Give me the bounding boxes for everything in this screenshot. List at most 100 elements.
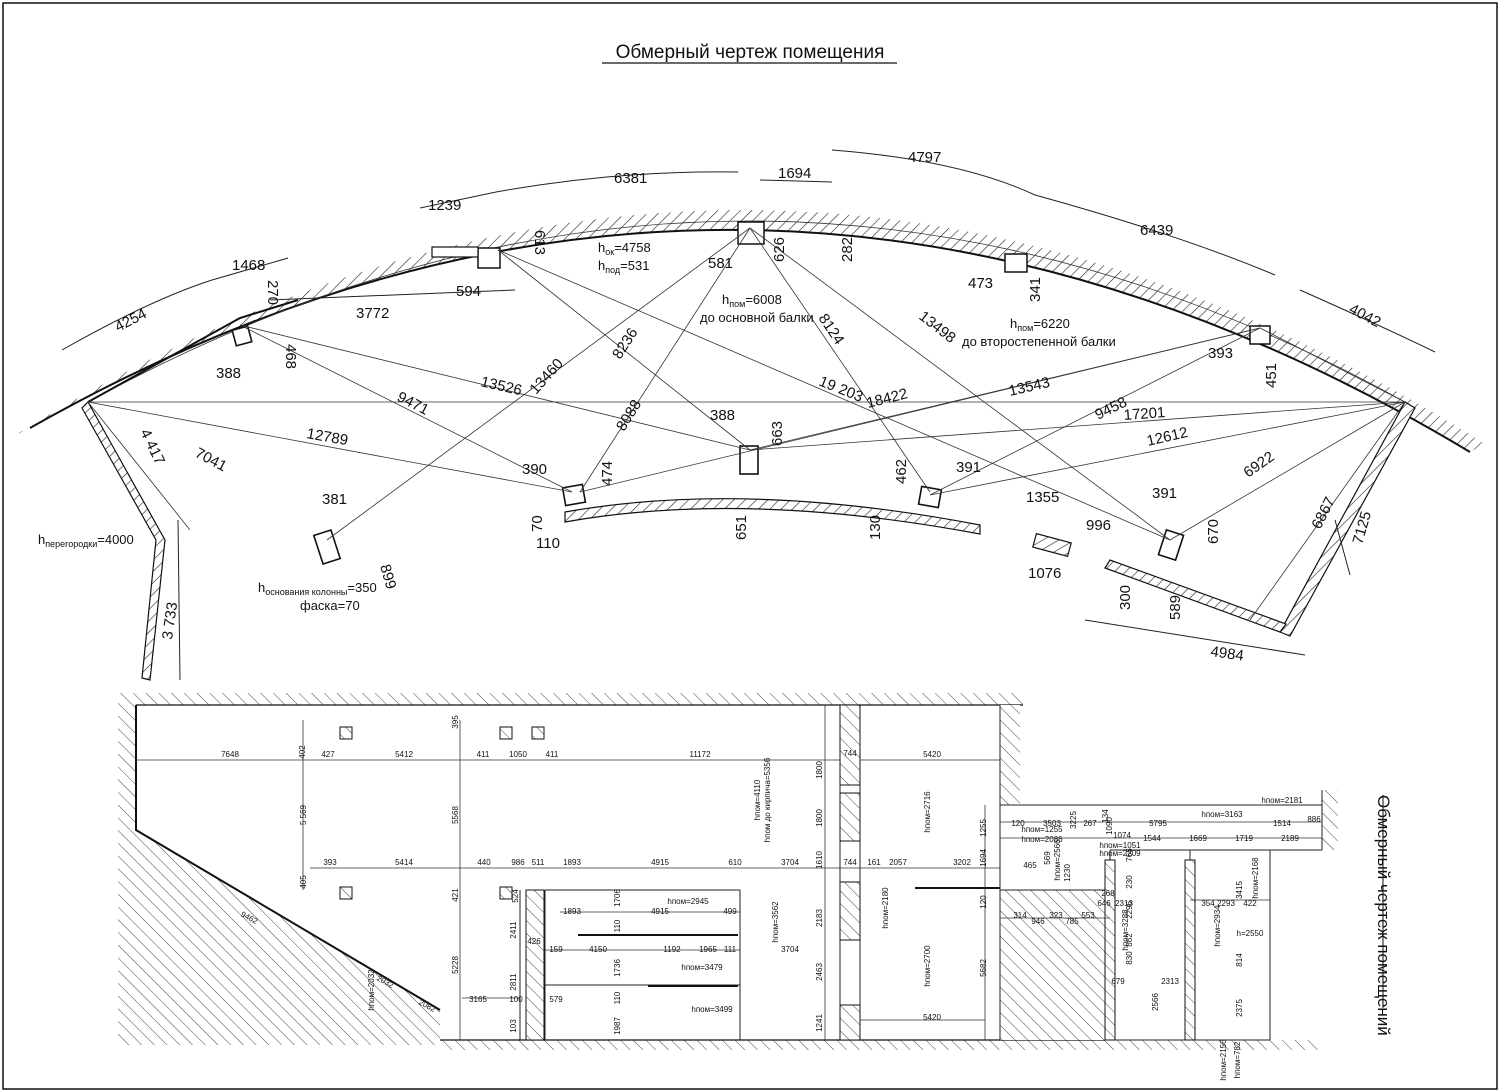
bp-label: 268 xyxy=(1101,889,1115,898)
dim-label: 3772 xyxy=(356,305,389,322)
bp-label: 5228 xyxy=(451,956,460,974)
bp-label: 5412 xyxy=(395,750,413,759)
dim-label: 473 xyxy=(968,275,993,292)
dim-label: 13498 xyxy=(916,308,959,347)
dim-label: 1355 xyxy=(1026,489,1059,506)
dim-label: 300 xyxy=(1117,585,1134,610)
bp-label: 3165 xyxy=(469,995,487,1004)
bp-label: hпом=2086 xyxy=(1021,835,1063,844)
dim-label: 70 xyxy=(529,515,546,532)
dim-label: 663 xyxy=(769,421,786,446)
niche-right xyxy=(1004,253,1028,273)
dim-label: 18422 xyxy=(865,385,910,412)
bp-label: 5795 xyxy=(1149,819,1167,828)
bp-label: 946 xyxy=(1031,917,1045,926)
outer-wall-hatch xyxy=(14,209,1485,452)
bp-label: 100 xyxy=(509,995,523,1004)
dim-label: 13543 xyxy=(1007,374,1051,400)
dim-label: 381 xyxy=(322,491,347,508)
bp-label: h=2550 xyxy=(1237,929,1264,938)
note-h-pom-main: hпом=6008 xyxy=(722,292,782,309)
bp-wall-block xyxy=(839,881,861,941)
bp-label: 1694 xyxy=(979,849,988,867)
top-plan: 6381 1694 4797 1239 613 6439 1468 270 42… xyxy=(14,149,1485,681)
bp-label: 2375 xyxy=(1235,999,1244,1017)
bp-label: hпом=3562 xyxy=(771,901,780,943)
dim-label: 4254 xyxy=(112,305,149,335)
bp-label: 427 xyxy=(321,750,335,759)
bp-label: 395 xyxy=(451,715,460,729)
bp-wall-block xyxy=(1184,859,1196,1041)
bp-label: 5414 xyxy=(395,858,413,867)
bp-top-wall xyxy=(118,693,1023,705)
bp-column xyxy=(499,726,513,740)
bp-label: 1706 xyxy=(613,889,622,907)
dim-label: 462 xyxy=(893,459,910,484)
drawing-title: Обмерный чертеж помещения xyxy=(616,42,885,63)
dim-label: 7041 xyxy=(192,445,229,476)
bp-label: 354 xyxy=(1201,899,1215,908)
dim-label: 8236 xyxy=(609,325,641,362)
bp-label: 986 xyxy=(511,858,525,867)
bp-label: 11172 xyxy=(689,750,711,759)
bp-label: 785 xyxy=(1065,917,1079,926)
bp-label: 5420 xyxy=(923,750,941,759)
note-secondary-beam: до второстепенной балки xyxy=(962,334,1116,349)
bp-label: 4915 xyxy=(651,858,669,867)
note-h-column-base: hоснования колонны=350 xyxy=(258,580,377,597)
bp-label: 1090 xyxy=(1105,817,1114,835)
note-h-partition: hперегородки=4000 xyxy=(38,532,134,549)
bp-label: 1800 xyxy=(815,761,824,779)
wall-ledge-left xyxy=(431,246,479,258)
bp-wall-block xyxy=(525,889,545,1041)
dim-label: 474 xyxy=(599,461,616,486)
bp-label: 1669 xyxy=(1189,834,1207,843)
bp-label: 2313 xyxy=(1161,977,1179,986)
dim-label: 6439 xyxy=(1140,222,1173,239)
bp-label: hпом=2716 xyxy=(923,791,932,833)
bp-label: hпом=2156 xyxy=(1219,1039,1228,1081)
dim-label: 589 xyxy=(1167,595,1184,620)
bp-label: 1544 xyxy=(1143,834,1161,843)
bp-label: 2463 xyxy=(815,963,824,981)
bp-label: 610 xyxy=(728,858,742,867)
dim-label: 4 417 xyxy=(136,426,168,467)
dim-label: 626 xyxy=(771,237,788,262)
dim-label: 13460 xyxy=(526,355,567,397)
bp-label: 110 xyxy=(613,991,622,1004)
bp-label: 111 xyxy=(724,945,737,954)
bp-label: 579 xyxy=(549,995,563,1004)
column-4 xyxy=(917,485,943,509)
dim-label: 1694 xyxy=(778,165,811,182)
dim-label: 996 xyxy=(1086,517,1111,534)
bp-label: 267 xyxy=(1083,819,1097,828)
bp-label: hпом до кирпича=5356 xyxy=(763,757,772,842)
bp-right-lower-hatch xyxy=(1000,890,1110,1040)
bp-label: 1230 xyxy=(1063,864,1072,882)
dim-label: 468 xyxy=(282,344,299,369)
bp-label: 440 xyxy=(477,858,491,867)
bp-label: 5568 xyxy=(451,806,460,824)
bp-label: 1255 xyxy=(979,819,988,837)
dim-label: 12789 xyxy=(305,425,349,449)
bp-label: 766 xyxy=(1125,848,1134,862)
bp-label: 2057 xyxy=(889,858,907,867)
bp-label: 1800 xyxy=(815,809,824,827)
bp-label: 4150 xyxy=(589,945,607,954)
dim-label: 130 xyxy=(867,515,884,540)
dim-label: 581 xyxy=(708,255,733,272)
column-2 xyxy=(561,483,587,507)
bp-label: 5682 xyxy=(979,959,988,977)
bp-label: 159 xyxy=(549,945,563,954)
dim-label: 4797 xyxy=(908,149,941,166)
bp-label: hпом=3163 xyxy=(1201,810,1243,819)
bp-label: hпом=2700 xyxy=(923,945,932,987)
bp-dimension-lines xyxy=(136,705,1322,1040)
bp-label: hпом=3288 xyxy=(1121,909,1130,951)
dim-label: 270 xyxy=(264,280,281,305)
bp-label: 830 xyxy=(1125,951,1134,965)
bp-bottom-wall xyxy=(440,1040,1320,1050)
bp-label: 3704 xyxy=(781,945,799,954)
